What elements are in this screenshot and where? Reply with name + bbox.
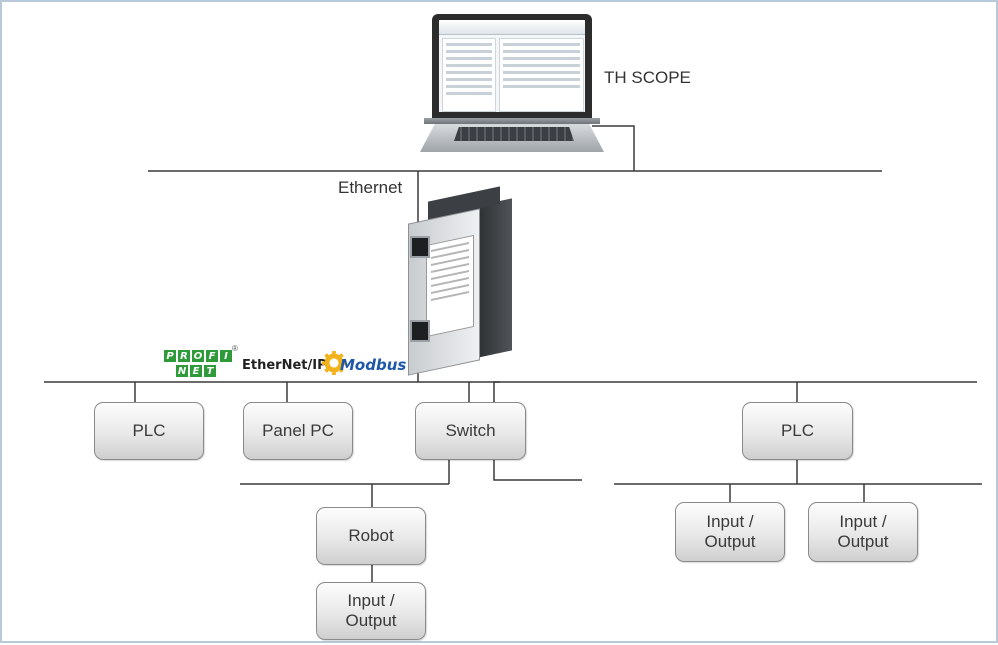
registered-mark: ® xyxy=(232,344,238,353)
modbus-gear-icon xyxy=(322,351,346,375)
ethernet-port-icon xyxy=(410,236,430,258)
node-io-right-1: Input / Output xyxy=(675,502,785,562)
laptop-lid xyxy=(432,14,592,118)
node-switch: Switch xyxy=(415,402,526,460)
node-io-right-2: Input / Output xyxy=(808,502,918,562)
ethernet-label: Ethernet xyxy=(338,178,403,197)
node-panel-pc: Panel PC xyxy=(243,402,353,460)
laptop-th-scope xyxy=(420,14,604,156)
ethernet-ip-logo: EtherNet/IP xyxy=(242,358,327,373)
switch-right-down xyxy=(493,460,582,481)
modbus-logo: Modbus xyxy=(340,356,407,374)
node-io-robot: Input / Output xyxy=(316,582,426,640)
gateway-device xyxy=(400,186,518,376)
node-plc-left: PLC xyxy=(94,402,204,460)
th-scope-label: TH SCOPE xyxy=(604,68,691,87)
node-plc-right: PLC xyxy=(742,402,853,460)
laptop-uplink xyxy=(592,125,635,171)
laptop-screen xyxy=(439,20,585,112)
ethernet-port-icon xyxy=(410,320,430,342)
node-robot: Robot xyxy=(316,507,426,565)
switch-to-right-network xyxy=(493,381,977,402)
